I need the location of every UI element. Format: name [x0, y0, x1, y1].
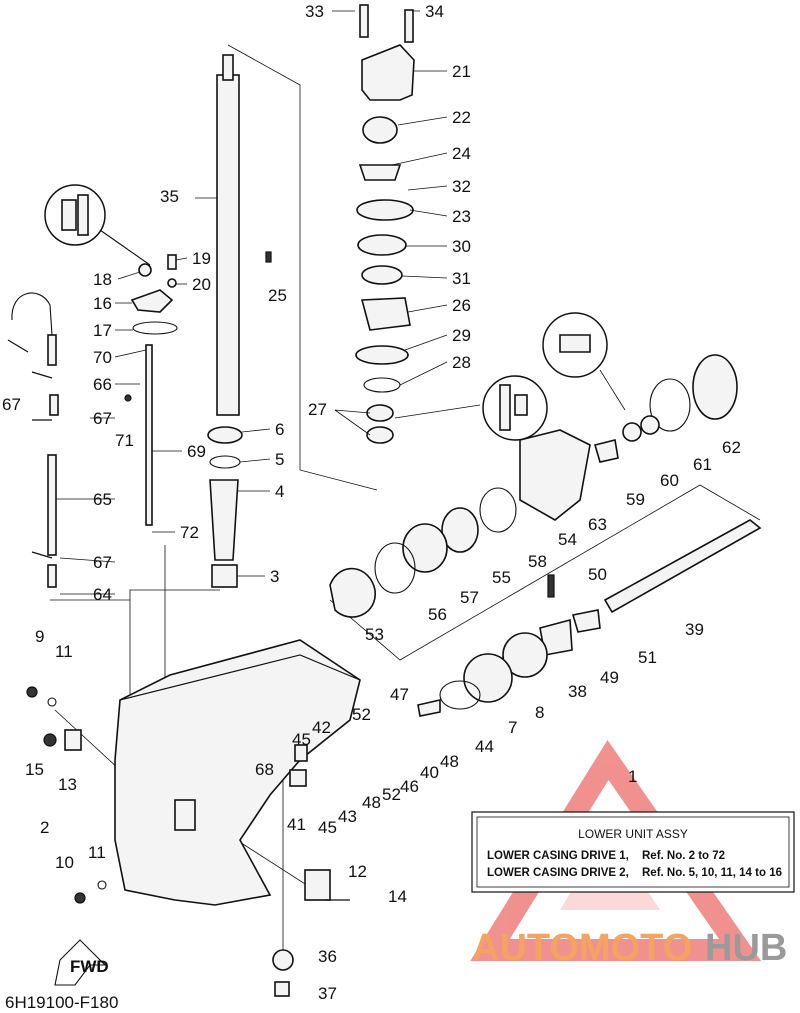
part-label: 41: [287, 815, 306, 834]
part-label: 45: [318, 818, 337, 837]
part-label: 22: [452, 108, 471, 127]
info-box-row1-name: LOWER CASING DRIVE 1,: [487, 850, 629, 862]
part-label: 65: [93, 490, 112, 509]
part-label: 33: [305, 2, 324, 21]
part-label: 11: [88, 843, 106, 862]
watermark-part2: HUB: [705, 927, 787, 969]
part-label: 7: [508, 718, 517, 737]
part-label: 35: [160, 187, 179, 206]
part-label: 23: [452, 207, 471, 226]
part-label: 52: [352, 705, 371, 724]
part-label: 24: [452, 144, 471, 163]
part-label: 43: [338, 807, 357, 826]
part-label: 36: [318, 947, 337, 966]
drive-shaft-assembly: [207, 4, 415, 588]
part-label: 67: [93, 553, 112, 572]
gear-assembly: [329, 312, 762, 717]
part-label: 48: [440, 752, 459, 771]
part-label: 70: [93, 348, 112, 367]
part-label: 50: [588, 565, 607, 584]
part-labels: 33 34 21 22 24 32 23 30 31 26 29 28 27 3…: [2, 2, 741, 1003]
part-label: 46: [400, 777, 419, 796]
part-label: 32: [452, 177, 471, 196]
part-label: 25: [268, 286, 287, 305]
part-label: 44: [475, 737, 494, 756]
part-label: 61: [693, 455, 712, 474]
part-label: 1: [628, 767, 637, 786]
part-label: 54: [558, 530, 577, 549]
part-label: 37: [318, 984, 337, 1003]
info-box-title: LOWER UNIT ASSY: [578, 827, 688, 841]
part-label: 6: [275, 420, 284, 439]
part-label: 48: [362, 793, 381, 812]
part-label: 49: [600, 668, 619, 687]
part-label: 18: [93, 270, 112, 289]
part-label: 57: [460, 588, 479, 607]
info-box-row1-ref: Ref. No. 2 to 72: [642, 850, 725, 862]
part-label: 53: [365, 625, 384, 644]
part-label: 67: [2, 395, 21, 414]
shift-rod-assembly: [7, 184, 178, 588]
info-box: LOWER UNIT ASSY LOWER CASING DRIVE 1, Re…: [471, 811, 795, 893]
info-box-row2-name: LOWER CASING DRIVE 2,: [487, 867, 629, 879]
part-label: 21: [452, 62, 471, 81]
watermark-part1: AUTOMOTO: [472, 927, 692, 969]
part-label: 15: [25, 760, 44, 779]
part-label: 30: [452, 237, 471, 256]
lower-casing: [26, 639, 361, 997]
part-label: 62: [722, 438, 741, 457]
part-label: 14: [388, 887, 407, 906]
part-label: 60: [660, 471, 679, 490]
part-label: 27: [308, 400, 327, 419]
part-label: 9: [35, 627, 44, 646]
part-label: 31: [452, 269, 471, 288]
part-label: 39: [685, 620, 704, 639]
watermark-text: AUTOMOTO HUB: [472, 927, 787, 969]
part-label: 63: [588, 515, 607, 534]
fwd-label: FWD: [70, 957, 109, 976]
part-label: 66: [93, 375, 112, 394]
part-label: 20: [192, 275, 211, 294]
part-label: 5: [275, 450, 284, 469]
part-label: 51: [638, 648, 657, 667]
part-label: 52: [382, 785, 401, 804]
part-label: 26: [452, 296, 471, 315]
part-label: 16: [93, 294, 112, 313]
drawing-number: 6H19100-F180: [5, 993, 118, 1012]
part-label: 10: [55, 853, 74, 872]
part-label: 34: [425, 2, 444, 21]
part-label: 4: [275, 482, 284, 501]
part-label: 42: [312, 718, 331, 737]
label-leaders: [56, 10, 448, 595]
part-label: 47: [390, 685, 409, 704]
part-label: 59: [626, 490, 645, 509]
part-label: 12: [348, 862, 367, 881]
part-label: 29: [452, 326, 471, 345]
part-label: 13: [58, 775, 77, 794]
part-label: 8: [535, 703, 544, 722]
part-label: 17: [93, 321, 112, 340]
part-label: 3: [270, 567, 279, 586]
part-label: 72: [180, 523, 199, 542]
part-label: 19: [192, 249, 211, 268]
part-label: 71: [115, 431, 134, 450]
part-label: 11: [55, 642, 73, 661]
part-label: 40: [420, 763, 439, 782]
part-label: 38: [568, 682, 587, 701]
guide-lines: [50, 44, 761, 950]
part-label: 67: [93, 409, 112, 428]
part-label: 64: [93, 585, 112, 604]
part-label: 69: [187, 442, 206, 461]
info-box-row2-ref: Ref. No. 5, 10, 11, 14 to 16: [642, 867, 782, 879]
part-label: 55: [492, 568, 511, 587]
part-label: 2: [40, 818, 49, 837]
part-label: 68: [255, 760, 274, 779]
part-label: 45: [292, 730, 311, 749]
part-label: 28: [452, 353, 471, 372]
part-label: 58: [528, 552, 547, 571]
part-label: 56: [428, 605, 447, 624]
